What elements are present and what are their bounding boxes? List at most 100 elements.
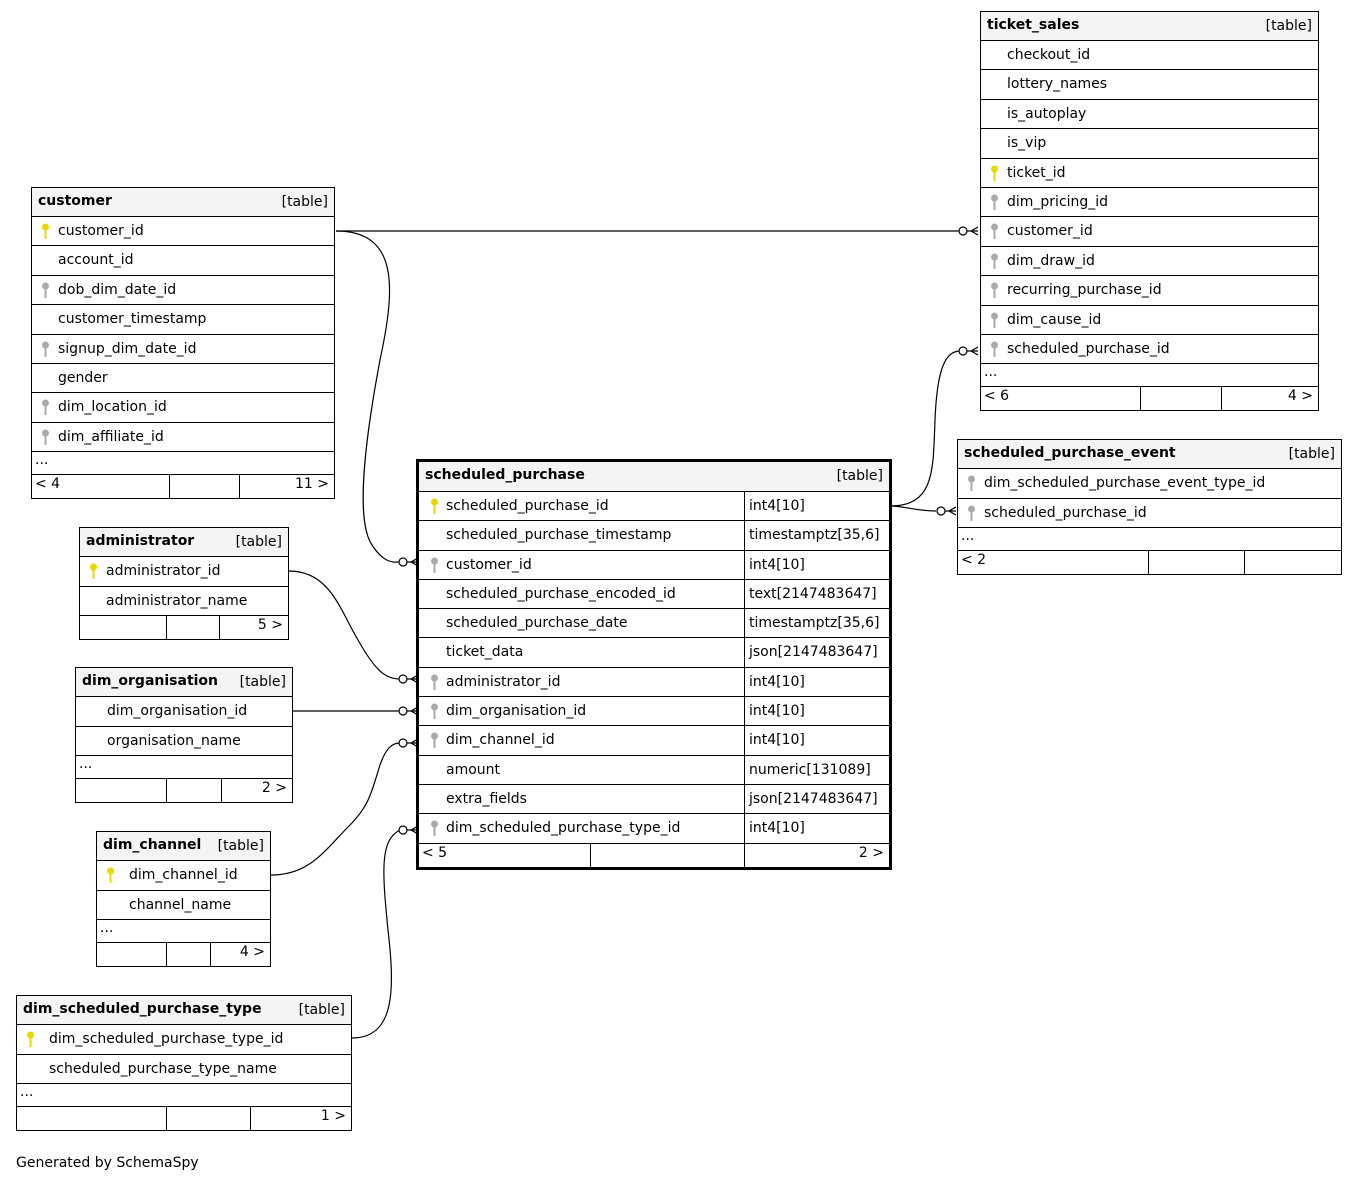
column-row[interactable]: scheduled_purchase_date timestamptz[35,6… (419, 609, 889, 639)
column-name: scheduled_purchase_id (446, 498, 609, 514)
column-row[interactable]: administrator_id int4[10] (419, 667, 889, 698)
column-name: extra_fields (446, 790, 527, 807)
edge-scheduled-purchase-ticket-sales (889, 350, 961, 507)
column-row[interactable]: checkout_id (981, 41, 1318, 71)
ellipsis-text: ... (79, 756, 93, 772)
column-type: json[2147483647] (749, 644, 878, 661)
column-row[interactable]: dob_dim_date_id (32, 276, 334, 306)
column-row[interactable]: dim_organisation_id (76, 697, 292, 727)
column-row[interactable]: scheduled_purchase_type_name (17, 1055, 351, 1084)
column-row[interactable]: administrator_id (80, 557, 288, 587)
parents-count[interactable]: < 5 (422, 844, 448, 861)
column-row[interactable]: is_autoplay (981, 100, 1318, 130)
column-row[interactable]: dim_scheduled_purchase_type_id int4[10] (419, 814, 889, 844)
column-row[interactable]: dim_scheduled_purchase_event_type_id (958, 469, 1341, 499)
column-row[interactable]: customer_id int4[10] (419, 550, 889, 580)
table-scheduled-purchase[interactable]: scheduled_purchase [table] scheduled_pur… (416, 459, 892, 870)
column-type: timestamptz[35,6] (749, 527, 880, 544)
column-row[interactable]: ticket_data json[2147483647] (419, 638, 889, 668)
foreign-key-icon (431, 703, 438, 720)
foreign-key-icon (991, 312, 998, 328)
column-row[interactable]: scheduled_purchase_id (981, 335, 1318, 365)
table-ticket-sales[interactable]: ticket_sales [table] checkout_id lottery… (980, 11, 1319, 412)
column-name: ticket_data (446, 644, 524, 661)
children-count[interactable]: 2 > (858, 844, 884, 861)
ellipsis-text: ... (984, 364, 998, 381)
table-header: dim_organisation [table] (76, 668, 292, 697)
table-scheduled-purchase-event[interactable]: scheduled_purchase_event [table] dim_sch… (957, 439, 1342, 575)
foreign-key-icon (968, 505, 975, 521)
children-count[interactable]: 5 > (257, 617, 283, 633)
column-name: channel_name (129, 896, 232, 913)
column-name: scheduled_purchase_type_name (49, 1060, 277, 1077)
column-row[interactable]: dim_channel_id int4[10] (419, 726, 889, 756)
column-row[interactable]: lottery_names (981, 70, 1318, 100)
parents-count[interactable]: < 2 (961, 552, 987, 568)
primary-key-icon (431, 498, 438, 514)
column-row[interactable]: dim_pricing_id (981, 188, 1318, 218)
column-type: numeric[131089] (749, 761, 871, 778)
children-count[interactable]: 11 > (295, 476, 329, 493)
children-count[interactable]: 4 > (1287, 388, 1313, 405)
table-kind: [table] (239, 674, 286, 690)
column-row[interactable]: scheduled_purchase_timestamp timestamptz… (419, 521, 889, 551)
column-name: customer_id (58, 223, 144, 239)
column-row[interactable]: gender (32, 364, 334, 394)
table-footer: < 5 2 > (419, 843, 889, 867)
column-row[interactable]: scheduled_purchase_id int4[10] (419, 492, 889, 522)
more-columns: ... (958, 528, 1341, 551)
table-kind: [table] (836, 468, 883, 484)
column-row[interactable]: dim_affiliate_id (32, 423, 334, 453)
edge-administrator-scheduled-purchase (288, 570, 401, 680)
table-customer[interactable]: customer [table] customer_id account_id … (31, 187, 335, 500)
parents-count[interactable]: < 4 (35, 476, 61, 493)
more-columns: ... (32, 452, 334, 476)
table-dim-scheduled-purchase-type[interactable]: dim_scheduled_purchase_type [table] dim_… (16, 995, 352, 1131)
column-row[interactable]: organisation_name (76, 727, 292, 756)
column-row[interactable]: is_vip (981, 129, 1318, 159)
table-dim-organisation[interactable]: dim_organisation [table] dim_organisatio… (75, 667, 293, 803)
column-row[interactable]: signup_dim_date_id (32, 335, 334, 364)
table-dim-channel[interactable]: dim_channel [table] dim_channel_id chann… (96, 831, 271, 967)
table-kind: [table] (217, 838, 264, 854)
column-name: scheduled_purchase_date (446, 615, 628, 632)
children-count[interactable]: 2 > (261, 780, 287, 796)
column-name: administrator_name (106, 592, 248, 609)
column-row[interactable]: dim_organisation_id int4[10] (419, 697, 889, 727)
primary-key-icon (107, 867, 114, 883)
column-row[interactable]: customer_id (32, 217, 334, 247)
children-count[interactable]: 1 > (320, 1108, 346, 1124)
children-count[interactable]: 4 > (239, 944, 265, 960)
column-row[interactable]: customer_id (981, 217, 1318, 247)
column-row[interactable]: administrator_name (80, 587, 288, 616)
column-name: customer_timestamp (58, 311, 207, 328)
column-row[interactable]: recurring_purchase_id (981, 276, 1318, 306)
column-name: customer_id (1007, 223, 1093, 240)
table-header: administrator [table] (80, 528, 288, 557)
more-columns: ... (17, 1084, 351, 1107)
column-type: int4[10] (749, 703, 805, 720)
column-row[interactable]: channel_name (97, 891, 270, 920)
column-row[interactable]: extra_fields json[2147483647] (419, 784, 889, 815)
more-columns: ... (97, 920, 270, 943)
ellipsis-text: ... (100, 920, 114, 936)
parents-count[interactable]: < 6 (984, 388, 1010, 405)
column-row[interactable]: scheduled_purchase_id (958, 499, 1341, 528)
column-row[interactable]: account_id (32, 246, 334, 276)
column-row[interactable]: ticket_id (981, 159, 1318, 188)
foreign-key-icon (991, 194, 998, 210)
generated-by-footer: Generated by SchemaSpy (16, 1155, 199, 1171)
column-row[interactable]: dim_cause_id (981, 306, 1318, 335)
column-row[interactable]: dim_scheduled_purchase_type_id (17, 1025, 351, 1055)
table-footer: 2 > (76, 779, 292, 802)
column-row[interactable]: dim_location_id (32, 393, 334, 423)
column-name: dim_organisation_id (107, 703, 248, 719)
table-administrator[interactable]: administrator [table] administrator_id a… (79, 527, 289, 640)
table-name: ticket_sales (987, 17, 1080, 33)
column-row[interactable]: dim_channel_id (97, 861, 270, 891)
table-name: scheduled_purchase_event (964, 445, 1176, 461)
column-row[interactable]: dim_draw_id (981, 247, 1318, 277)
column-row[interactable]: customer_timestamp (32, 305, 334, 335)
column-row[interactable]: amount numeric[131089] (419, 755, 889, 785)
column-row[interactable]: scheduled_purchase_encoded_id text[21474… (419, 579, 889, 610)
